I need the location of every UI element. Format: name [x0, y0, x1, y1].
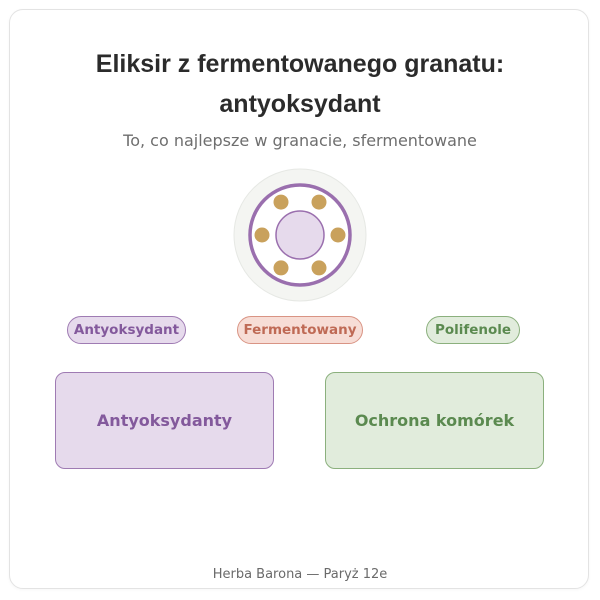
emblem-seeds: [254, 194, 346, 276]
benefit-box-ochrona-komorek: Ochrona komórek: [325, 372, 544, 469]
pomegranate-seeds-icon: [233, 168, 367, 302]
footer-address: Herba Barona — Paryż 12e: [212, 567, 388, 582]
pomegranate-seed: [311, 194, 327, 210]
title-line-2: antyoksydant: [219, 90, 381, 118]
tag-polifenole: Polifenole: [426, 316, 520, 344]
pomegranate-seed: [273, 194, 289, 210]
title-line-1: Eliksir z fermentowanego granatu:: [95, 50, 505, 78]
page-subtitle: To, co najlepsze w granacie, sfermentowa…: [123, 131, 477, 150]
benefit-label: Ochrona komórek: [354, 411, 515, 430]
pomegranate-seed: [330, 227, 346, 243]
pomegranate-seed: [273, 260, 289, 276]
page-title: Eliksir z fermentowanego granatu: antyok…: [0, 44, 600, 124]
benefit-box-antyoksydanty: Antyoksydanty: [55, 372, 274, 469]
pomegranate-seed: [254, 227, 270, 243]
tag-fermentowany: Fermentowany: [237, 316, 363, 344]
benefit-label: Antyoksydanty: [96, 411, 233, 430]
pomegranate-seed: [311, 260, 327, 276]
emblem-core: [275, 210, 325, 260]
tag-antyoksydant: Antyoksydant: [67, 316, 186, 344]
